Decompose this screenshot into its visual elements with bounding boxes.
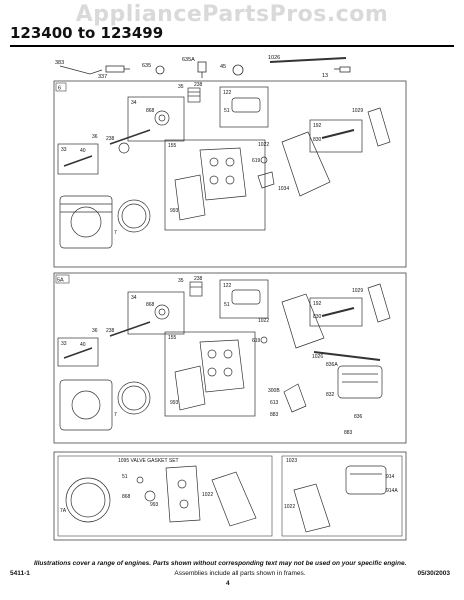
section-1-parts <box>57 86 391 249</box>
section-1-labels: 35 238 34 868 122 51 1029 192 830 1022 6… <box>61 82 363 236</box>
section-2-labels: 35 238 122 34 868 51 1022 192 830 1029 3… <box>61 276 363 436</box>
s3-label-1022: 1022 <box>202 492 213 498</box>
valve-spring-icon <box>187 87 201 103</box>
rocker-arm-icon <box>367 107 391 147</box>
top-labels: 383 337 635 635A 45 1026 13 <box>55 55 328 80</box>
s1-label-868: 868 <box>146 108 155 114</box>
s1-label-122: 122 <box>223 90 232 96</box>
s2-label-832: 832 <box>326 392 335 398</box>
part-13-icon <box>334 66 351 73</box>
part-337-icon <box>105 65 130 73</box>
label-1026: 1026 <box>268 55 280 61</box>
s1-label-830: 830 <box>313 137 322 143</box>
label-383: 383 <box>55 60 64 66</box>
page-number: 4 <box>226 580 230 587</box>
s1-label-1029: 1029 <box>352 108 363 114</box>
label-635a: 635A <box>182 57 195 63</box>
section-3-frame <box>53 451 407 541</box>
s1-label-34: 34 <box>131 100 137 106</box>
label-337: 337 <box>98 74 107 80</box>
s2-label-1022: 1022 <box>258 318 269 324</box>
s1-label-33: 33 <box>61 147 67 153</box>
s3-label-7a: 7A <box>60 508 67 514</box>
title-rule <box>10 45 454 47</box>
s2-label-613: 613 <box>270 400 279 406</box>
footnote: Illustrations cover a range of engines. … <box>34 560 407 567</box>
s1-label-51: 51 <box>224 108 230 114</box>
label-13: 13 <box>322 73 328 79</box>
s2-label-883b: 883 <box>344 430 353 436</box>
s2-label-619: 619 <box>252 338 261 344</box>
s3-label-868: 868 <box>122 494 131 500</box>
footer-note: Assemblies include all parts shown in fr… <box>174 570 306 577</box>
part-383-icon <box>59 65 103 75</box>
s2-label-34: 34 <box>131 295 137 301</box>
s2-label-122: 122 <box>223 283 232 289</box>
s2-label-192: 192 <box>313 301 322 307</box>
s2-label-993: 993 <box>170 400 179 406</box>
page-title: 123400 to 123499 <box>10 24 164 42</box>
s3-label-1022b: 1022 <box>284 504 295 510</box>
s2-label-238: 238 <box>194 276 203 282</box>
kit-1095-label: 1095 VALVE GASKET SET <box>118 458 179 464</box>
s2-label-40: 40 <box>80 342 86 348</box>
section-3-labels: 7A 51 868 993 1022 1022 914 914A <box>60 474 398 514</box>
s1-label-238: 238 <box>194 82 203 88</box>
part-45-icon <box>232 64 244 76</box>
part-635-icon <box>155 65 165 75</box>
s2-label-35: 35 <box>178 278 184 284</box>
footer-doc-number: 5411-1 <box>10 570 30 577</box>
s2-label-1029: 1029 <box>352 288 363 294</box>
section-2-label: 5A <box>57 278 64 284</box>
label-635: 635 <box>142 63 151 69</box>
section-1-frame <box>53 80 407 268</box>
s3-label-914: 914 <box>386 474 395 480</box>
s1-label-7: 7 <box>114 230 117 236</box>
top-parts <box>59 57 351 78</box>
s2-label-1026: 1026 <box>312 354 323 360</box>
s1-label-40: 40 <box>80 148 86 154</box>
s2-label-830: 830 <box>313 314 322 320</box>
kit-1023-label: 1023 <box>286 458 297 464</box>
section-2-parts <box>57 279 391 431</box>
section-3-parts <box>65 465 387 533</box>
s3-label-993: 993 <box>150 502 159 508</box>
s2-label-7: 7 <box>114 412 117 418</box>
s1-label-1034: 1034 <box>278 186 289 192</box>
s3-label-51: 51 <box>122 474 128 480</box>
s1-label-619: 619 <box>252 158 261 164</box>
part-635a-icon <box>197 61 207 78</box>
kit-1095-frame <box>57 455 273 537</box>
s1-label-1022: 1022 <box>258 142 269 148</box>
s1-label-238b: 238 <box>106 136 115 142</box>
s2-label-33: 33 <box>61 341 67 347</box>
s2-label-238b: 238 <box>106 328 115 334</box>
s1-label-993: 993 <box>170 208 179 214</box>
watermark: AppliancePartsPros.com <box>75 2 389 27</box>
cylinder-icon <box>59 195 113 249</box>
section-2-frame <box>53 272 407 444</box>
s2-label-300b: 300B <box>268 388 280 394</box>
gasket-icon <box>281 131 331 197</box>
s2-label-51: 51 <box>224 302 230 308</box>
s1-label-192: 192 <box>313 123 322 129</box>
s1-label-35: 35 <box>178 84 184 90</box>
s2-label-868: 868 <box>146 302 155 308</box>
s2-label-36: 36 <box>92 328 98 334</box>
label-45: 45 <box>220 64 226 70</box>
footer-date: 05/30/2003 <box>417 570 450 577</box>
part-1026-icon <box>269 57 347 63</box>
head-cover-icon <box>337 365 383 399</box>
s2-label-155: 155 <box>168 335 177 341</box>
s2-label-836a: 836A <box>326 362 338 368</box>
s1-label-36: 36 <box>92 134 98 140</box>
kit-1023-frame <box>281 455 403 537</box>
s2-label-836: 836 <box>354 414 363 420</box>
s1-label-155: 155 <box>168 143 177 149</box>
s3-label-914a: 914A <box>386 488 398 494</box>
section-1-label: 6 <box>58 86 61 92</box>
s2-label-883: 883 <box>270 412 279 418</box>
